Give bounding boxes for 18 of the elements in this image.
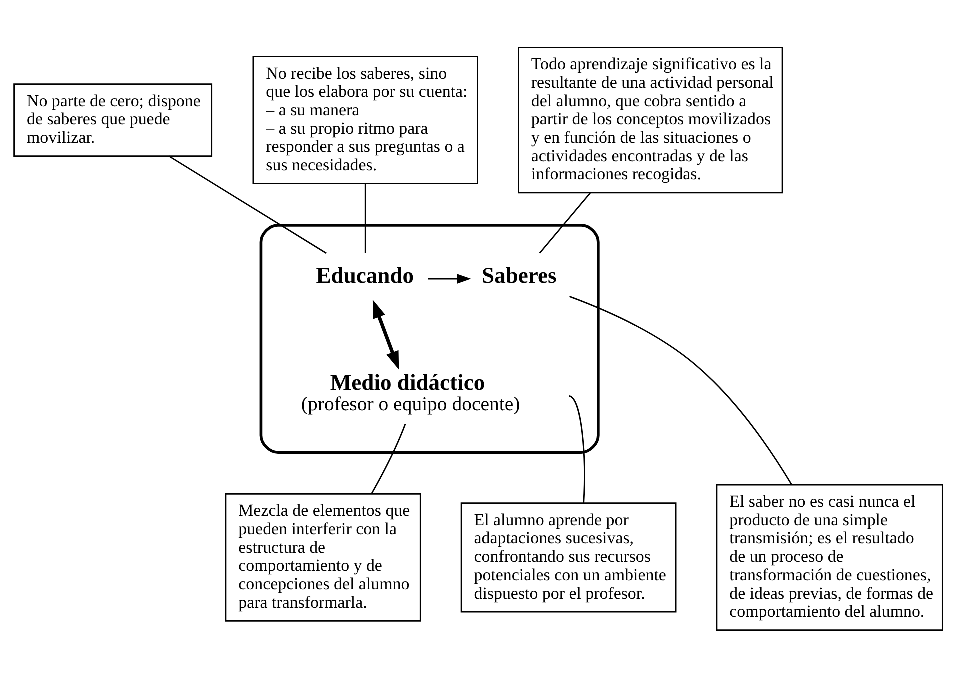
connector — [569, 296, 793, 485]
connector — [364, 184, 366, 253]
arrow — [428, 274, 472, 284]
node-box: El saber no es casi nunca el producto de una simple transmisión; es el resultado de un proceso de transformación de cuestiones, de ideas previas, de formas de comportamiento del alumno. — [716, 484, 944, 631]
connector — [168, 155, 327, 254]
connector — [539, 192, 591, 254]
node-text: Saberes — [482, 262, 557, 288]
arrow — [372, 299, 400, 370]
cluster — [260, 224, 600, 454]
node-box: Mezcla de elementos que pueden interferir con la estructura de comportamiento y de concepciones del alumno para transformarla. — [225, 493, 422, 622]
node-box: No recibe los saberes, sino que los elabora por su cuenta: – a su manera – a su propio ritmo para responder a sus preguntas o a sus necesidades. — [252, 56, 478, 184]
node-box: Todo aprendizaje significativo es la resultante de una actividad personal del alumno, que cobra sentido a partir de los conceptos movilizados y en función de las situaciones o actividades encontradas y de las informaciones recogidas. — [518, 46, 784, 194]
connector — [371, 424, 406, 494]
node-box: No parte de cero; dispone de saberes que puede movilizar. — [14, 83, 213, 156]
connector — [568, 395, 586, 503]
node-text: Educando — [316, 262, 414, 288]
node-text: Medio didáctico (profesor o equipo docente) — [301, 370, 520, 416]
node-box: El alumno aprende por adaptaciones sucesivas, confrontando sus recursos potenciales con un ambiente dispuesto por el profesor. — [460, 502, 677, 612]
